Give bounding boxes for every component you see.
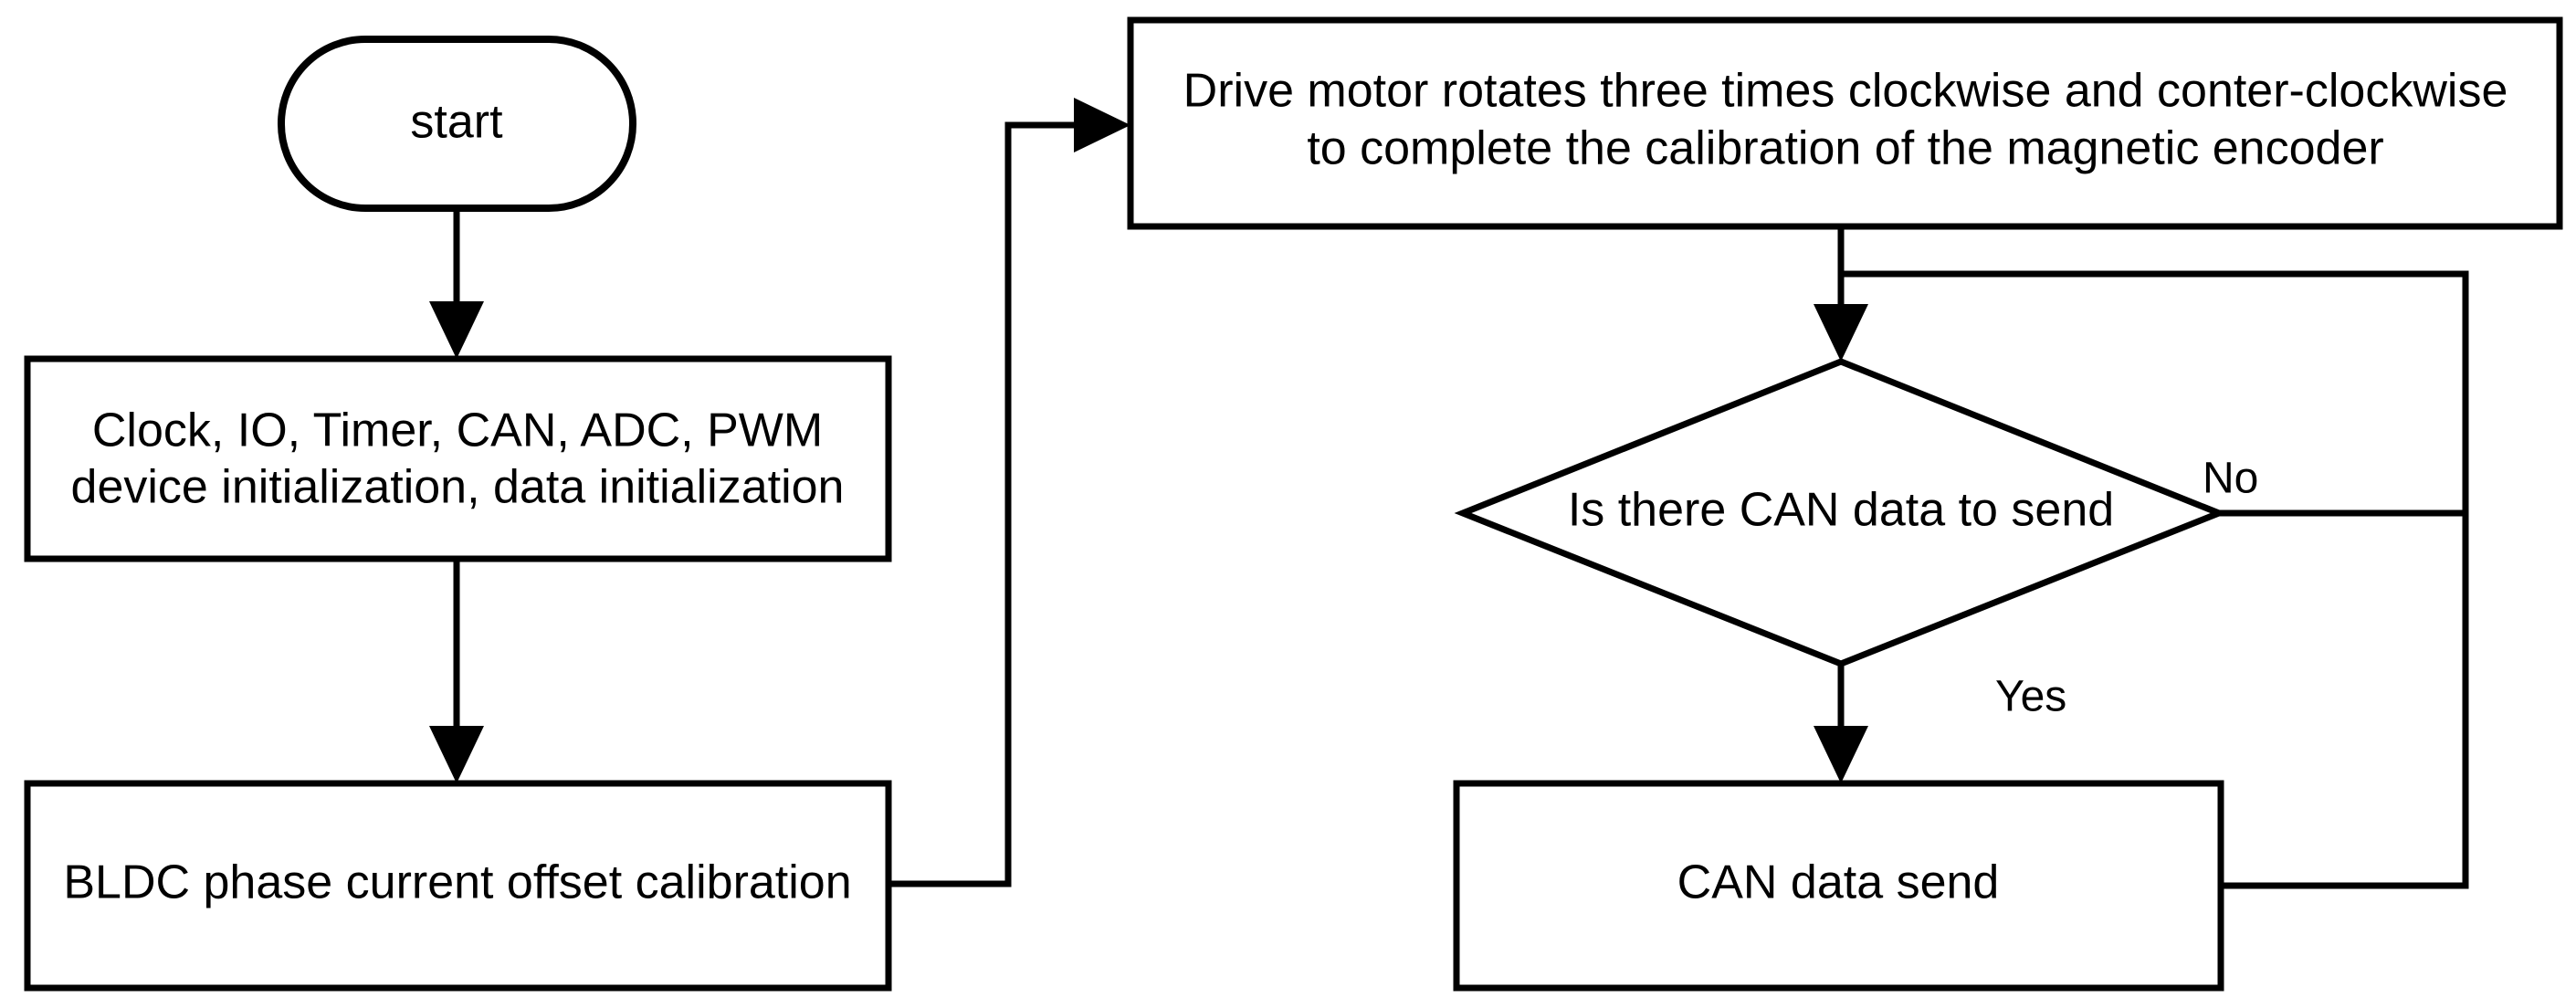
node-send[interactable]: CAN data send — [1453, 780, 2224, 992]
edge-start-to-init — [429, 208, 484, 359]
node-init-label-line2: device initialization, data initializati… — [71, 461, 845, 514]
node-init-label-line1: Clock, IO, Timer, CAN, ADC, PWM — [92, 404, 823, 457]
edge-init-to-bldc — [429, 559, 484, 783]
node-start-label: start — [410, 96, 503, 149]
node-send-label: CAN data send — [1677, 856, 2000, 909]
node-bldc-label: BLDC phase current offset calibration — [63, 856, 851, 909]
arrow-head-down-icon — [1814, 726, 1868, 783]
node-calibrate[interactable]: Drive motor rotates three times clockwis… — [1127, 16, 2563, 230]
edge-label-no: No — [2203, 455, 2258, 503]
edge-decision-yes — [1814, 664, 1868, 783]
node-decision[interactable]: Is there CAN data to send — [1454, 358, 2228, 667]
node-bldc[interactable]: BLDC phase current offset calibration — [24, 780, 892, 992]
edge-label-yes: Yes — [1995, 673, 2066, 721]
arrow-head-down-icon — [429, 301, 484, 359]
node-start[interactable]: start — [278, 36, 636, 212]
arrow-head-down-icon — [1814, 304, 1868, 362]
arrow-head-down-icon — [429, 726, 484, 783]
edge-bldc-to-calibrate — [888, 98, 1130, 887]
node-init[interactable]: Clock, IO, Timer, CAN, ADC, PWM device i… — [24, 355, 892, 562]
node-calibrate-label-line2: to complete the calibration of the magne… — [1307, 122, 2383, 175]
edge-return-rail — [1841, 270, 2469, 889]
node-calibrate-label-line1: Drive motor rotates three times clockwis… — [1183, 65, 2508, 118]
arrow-head-right-icon — [1074, 98, 1130, 152]
edge-calibrate-to-decision — [1814, 226, 1868, 362]
node-decision-label: Is there CAN data to send — [1568, 484, 2114, 537]
